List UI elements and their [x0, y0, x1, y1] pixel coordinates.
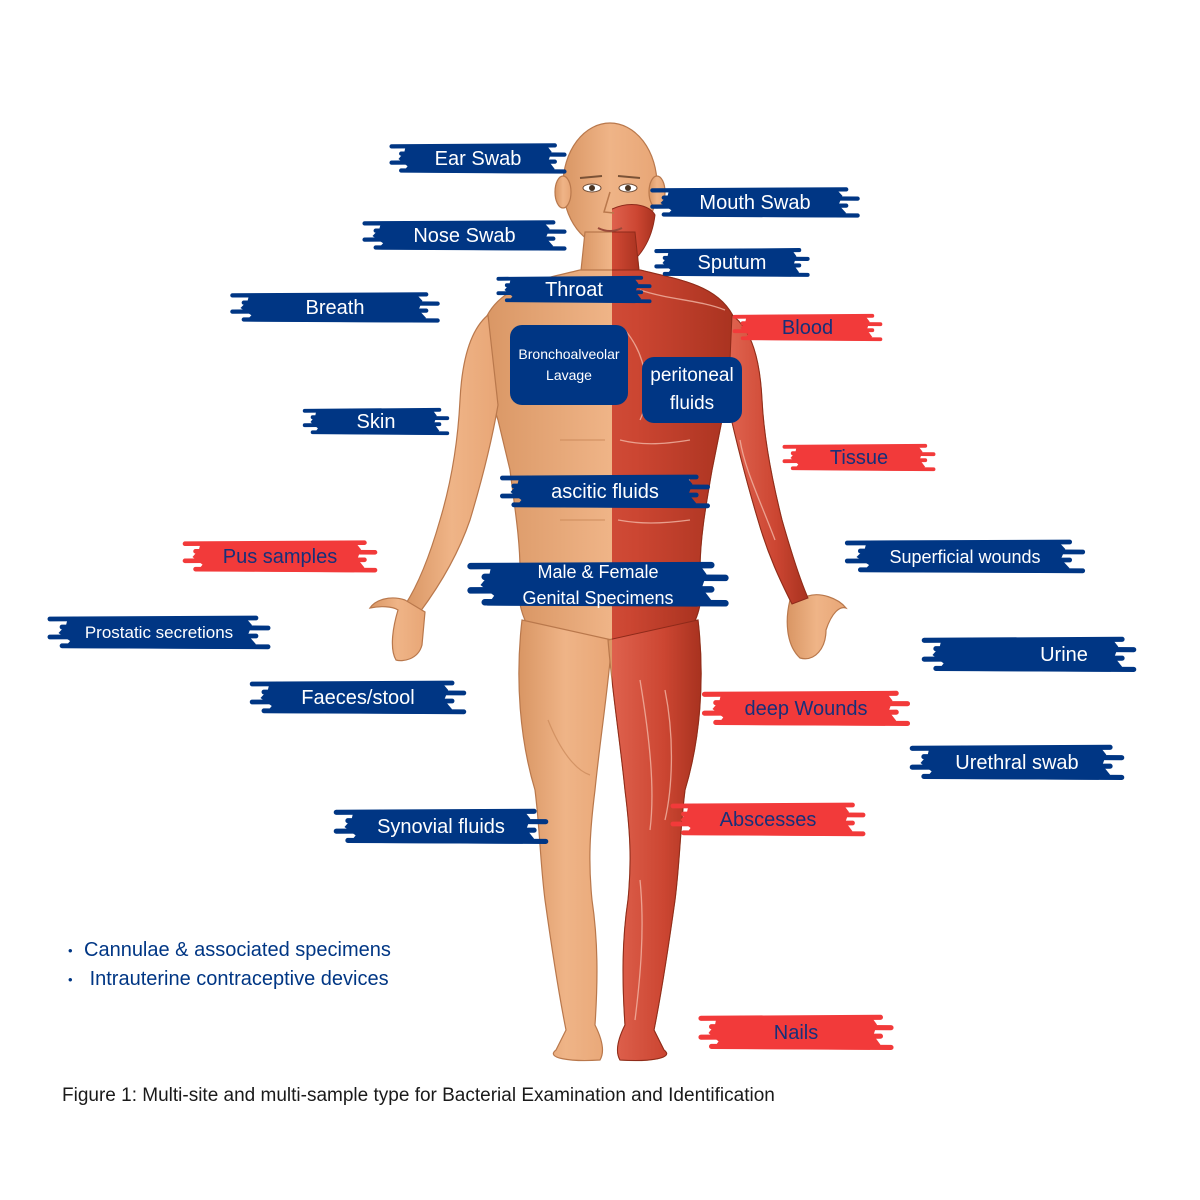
label-text: Nails	[773, 1021, 819, 1044]
label-text: Abscesses	[719, 808, 817, 831]
brush-stroke	[782, 443, 936, 472]
brush-stroke	[249, 680, 467, 715]
brush-fill	[182, 540, 378, 573]
bullet-list: • Cannulae & associated specimens • Intra…	[68, 936, 391, 994]
brush-stroke	[500, 474, 710, 509]
brush-fill	[302, 407, 450, 436]
label-deep-wounds: deep Wounds	[701, 688, 911, 730]
label-mouth-swab: Mouth Swab	[650, 185, 860, 221]
brush-stroke	[467, 561, 729, 607]
label-tissue: Tissue	[782, 442, 936, 474]
brush-fill	[654, 248, 810, 277]
bullet-item: • Intrauterine contraceptive devices	[68, 965, 391, 994]
brush-fill	[249, 680, 467, 715]
label-text: Breath	[305, 296, 365, 319]
box-line-2: Lavage	[546, 367, 592, 383]
brush-stroke	[302, 407, 450, 436]
label-urethral-swab: Urethral swab	[909, 742, 1125, 784]
label-text: ascitic fluids	[551, 480, 659, 503]
figure-caption: Figure 1: Multi-site and multi-sample ty…	[62, 1085, 775, 1106]
label-ear-swab: Ear Swab	[389, 141, 567, 177]
label-text: Tissue	[829, 446, 889, 469]
label-skin: Skin	[302, 406, 450, 438]
label-faeces-stool: Faeces/stool	[249, 678, 467, 718]
label-ascitic-fluids: ascitic fluids	[500, 472, 710, 512]
brush-stroke	[654, 248, 810, 277]
label-genital-specimens: Male & Female Genital Specimens	[467, 558, 729, 612]
brush-fill	[496, 275, 652, 304]
brush-stroke	[362, 220, 567, 251]
brush-stroke	[47, 615, 271, 650]
brush-fill	[701, 690, 911, 726]
label-throat: Throat	[496, 274, 652, 306]
brush-fill	[921, 636, 1137, 672]
label-pus-samples: Pus samples	[182, 538, 378, 576]
brush-stroke	[701, 690, 911, 726]
label-text: Urine	[1040, 643, 1088, 666]
brush-fill	[333, 808, 549, 844]
box-line-1: Bronchoalveolar	[518, 346, 620, 362]
brush-stroke	[650, 187, 860, 218]
brush-stroke	[389, 143, 567, 174]
label-text: Mouth Swab	[699, 191, 811, 214]
brush-fill	[362, 220, 567, 251]
label-text: Sputum	[697, 251, 767, 274]
bullet-dot-icon: •	[68, 972, 73, 988]
brush-fill	[844, 539, 1086, 574]
label-text: Pus samples	[222, 545, 338, 568]
label-text: Nose Swab	[413, 224, 516, 247]
label-synovial-fluids: Synovial fluids	[333, 806, 549, 848]
label-text: Male & Female Genital Specimens	[522, 562, 674, 608]
label-text: Synovial fluids	[377, 815, 505, 838]
label-urine: Urine	[921, 634, 1137, 676]
brush-stroke	[333, 808, 549, 844]
brush-fill	[467, 561, 729, 607]
brush-fill	[650, 187, 860, 218]
box-line-1: peritoneal	[650, 365, 734, 386]
brush-stroke	[844, 539, 1086, 574]
brush-stroke	[909, 744, 1125, 780]
bullet-text: Intrauterine contraceptive devices	[89, 968, 389, 991]
box-bronchoalveolar-lavage: Bronchoalveolar Lavage	[510, 325, 628, 405]
brush-fill	[47, 615, 271, 650]
brush-stroke	[230, 292, 440, 323]
brush-stroke	[732, 313, 883, 342]
label-abscesses: Abscesses	[670, 800, 866, 840]
brush-stroke	[921, 636, 1137, 672]
brush-stroke	[670, 802, 866, 837]
box-line-2: fluids	[669, 393, 715, 414]
label-sputum: Sputum	[654, 246, 810, 280]
box-peritoneal-fluids: peritoneal fluids	[642, 357, 742, 423]
label-prostatic-secretions: Prostatic secretions	[47, 613, 271, 653]
label-breath: Breath	[230, 290, 440, 326]
brush-fill	[698, 1014, 894, 1050]
label-nails: Nails	[698, 1012, 894, 1054]
brush-fill	[909, 744, 1125, 780]
brush-stroke	[698, 1014, 894, 1050]
label-text: Urethral swab	[955, 751, 1079, 774]
brush-fill	[500, 474, 710, 509]
brush-fill	[782, 443, 936, 472]
label-text: Faeces/stool	[301, 686, 415, 709]
label-superficial-wounds: Superficial wounds	[844, 537, 1086, 577]
brush-fill	[670, 802, 866, 837]
label-text: Superficial wounds	[889, 546, 1041, 567]
bullet-item: • Cannulae & associated specimens	[68, 936, 391, 965]
brush-stroke	[496, 275, 652, 304]
label-text: deep Wounds	[744, 697, 868, 720]
bullet-dot-icon: •	[68, 943, 73, 959]
label-text: Ear Swab	[434, 147, 522, 170]
label-text: Blood	[781, 316, 834, 339]
brush-fill	[230, 292, 440, 323]
label-nose-swab: Nose Swab	[362, 218, 567, 254]
brush-fill	[389, 143, 567, 174]
label-text: Prostatic secretions	[84, 623, 234, 642]
bullet-text: Cannulae & associated specimens	[84, 939, 391, 961]
brush-fill	[732, 313, 883, 342]
face	[579, 175, 641, 232]
brush-stroke	[182, 540, 378, 573]
label-text: Throat	[545, 278, 603, 301]
label-blood: Blood	[732, 312, 883, 344]
label-text: Skin	[356, 410, 396, 433]
